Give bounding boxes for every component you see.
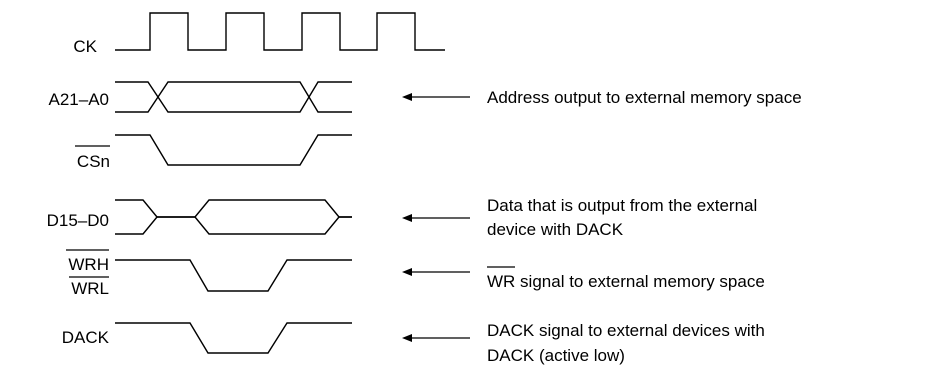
label-wrh: WRH <box>68 255 109 274</box>
note-dack-line1: DACK signal to external devices with <box>487 321 765 340</box>
label-address: A21–A0 <box>49 90 110 109</box>
arrow-dack <box>402 334 470 342</box>
cs-waveform <box>115 134 352 166</box>
note-wr: WR signal to external memory space <box>487 272 765 291</box>
note-wr-rest: signal to external memory space <box>515 272 764 291</box>
label-data: D15–D0 <box>47 211 109 230</box>
note-data-line1: Data that is output from the external <box>487 196 757 215</box>
note-address: Address output to external memory space <box>487 88 802 107</box>
label-wrl: WRL <box>71 279 109 298</box>
ck-waveform <box>115 12 445 51</box>
wr-waveform <box>115 259 352 292</box>
label-ck: CK <box>73 37 97 56</box>
arrow-address <box>402 93 470 101</box>
note-dack-line2: DACK (active low) <box>487 346 625 365</box>
address-waveform <box>115 81 352 113</box>
data-waveform <box>115 199 352 235</box>
note-wr-overbar-text: WR <box>487 272 515 291</box>
dack-waveform <box>115 322 352 354</box>
label-dack: DACK <box>62 328 110 347</box>
arrow-wr <box>402 268 470 276</box>
arrow-data <box>402 214 470 222</box>
note-data-line2: device with DACK <box>487 220 624 239</box>
label-cs: CSn <box>77 152 110 171</box>
